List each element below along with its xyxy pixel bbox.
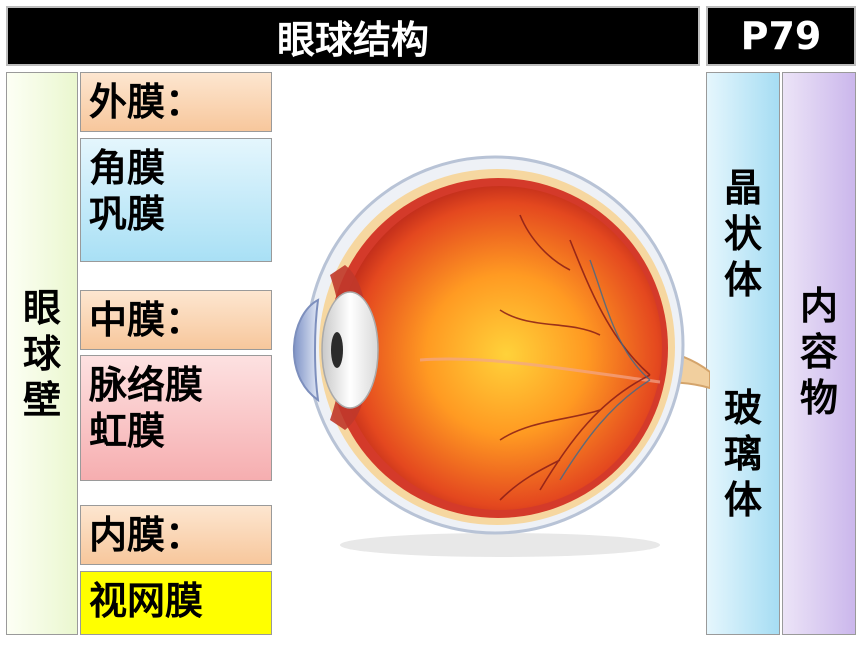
lens-vitreous-column: 晶 状 体 玻 璃 体 (706, 72, 780, 635)
vitreous-label: 玻 璃 体 (724, 385, 762, 523)
page-number: P79 (706, 6, 856, 66)
vitreous-char-1: 玻 (723, 386, 762, 430)
outer-layer-heading: 外膜： (80, 72, 272, 132)
middle-layer-heading: 中膜： (80, 290, 272, 350)
page-title: 眼球结构 (6, 6, 700, 66)
eyeball-cross-section-icon (293, 155, 710, 557)
contents-char-1: 内 (799, 284, 838, 328)
lens-label: 晶 状 体 (724, 165, 762, 303)
middle-layer-items: 脉络膜 虹膜 (80, 355, 272, 481)
eyeball-wall-label: 眼 球 壁 (6, 72, 78, 635)
lens-char-2: 状 (723, 212, 762, 256)
sclera-label: 巩膜 (89, 192, 166, 236)
contents-label: 内 容 物 (800, 283, 838, 421)
inner-layer-items: 视网膜 (80, 571, 272, 635)
iris-label: 虹膜 (89, 409, 166, 453)
eye-contents-column: 内 容 物 (782, 72, 856, 635)
outer-layer-items: 角膜 巩膜 (80, 138, 272, 262)
choroid-label: 脉络膜 (89, 363, 204, 407)
retina-label: 视网膜 (89, 579, 204, 623)
contents-char-3: 物 (799, 376, 838, 420)
lens-char-3: 体 (723, 258, 762, 302)
wall-char-1: 眼 (22, 285, 61, 330)
inner-layer-heading: 内膜： (80, 505, 272, 565)
lens-char-1: 晶 (723, 166, 762, 210)
wall-char-3: 壁 (22, 377, 61, 422)
wall-char-2: 球 (22, 331, 61, 376)
cornea-label: 角膜 (89, 146, 166, 190)
vitreous-char-2: 璃 (723, 432, 762, 476)
contents-char-2: 容 (799, 330, 838, 374)
vitreous-char-3: 体 (723, 478, 762, 522)
